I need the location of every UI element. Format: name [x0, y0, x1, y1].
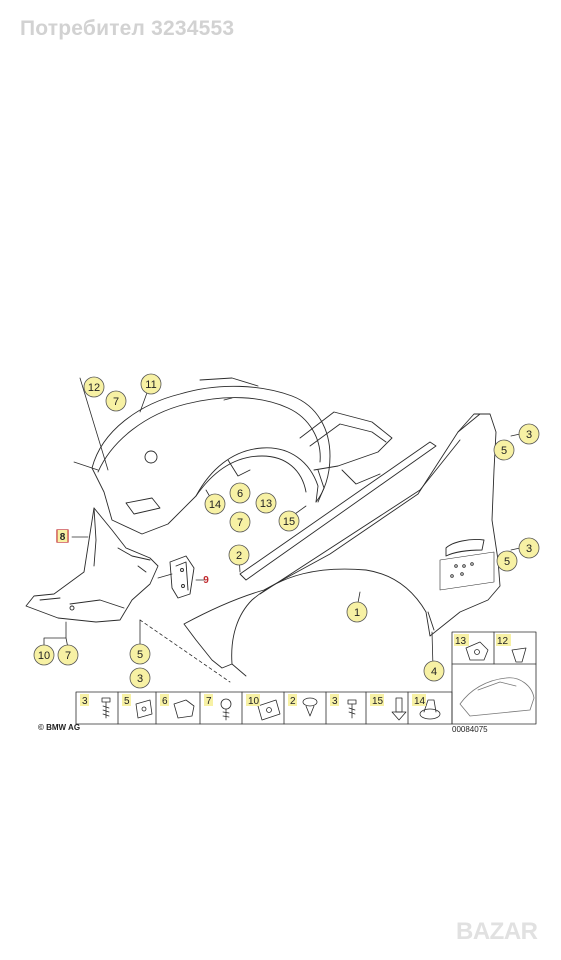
side-strip: [239, 441, 437, 581]
callout-label: 4: [431, 666, 437, 678]
callout-8-box: [57, 530, 68, 542]
callout-8: 8: [60, 532, 66, 543]
callout-label: 1: [354, 607, 360, 619]
callout-9: 9: [203, 575, 209, 586]
legend-inset-part-13: 13: [455, 636, 467, 647]
legend-part-2: 2: [290, 696, 296, 707]
callout-14: 14: [204, 493, 226, 515]
copyright-label: © BMW AG: [38, 723, 81, 732]
legend-highlight: [496, 634, 511, 646]
callout-5: 5: [496, 550, 518, 572]
callout-label: 7: [237, 517, 243, 529]
callout-label: 15: [283, 516, 295, 528]
callout-label: 13: [260, 498, 272, 510]
callout-5: 5: [129, 643, 151, 665]
legend-part-10: 10: [248, 696, 260, 707]
callout-label: 11: [145, 379, 156, 391]
parts-legend-table: [75, 631, 537, 725]
legend-highlight: [122, 694, 131, 706]
callout-4: 4: [423, 660, 445, 682]
legend-highlight: [330, 694, 339, 706]
callout-7: 7: [229, 511, 251, 533]
callout-label: 12: [88, 382, 100, 394]
legend-highlight: [80, 694, 89, 706]
callout-12: 12: [83, 376, 105, 398]
legend-highlight: [454, 634, 469, 646]
bazar-logo: BAZAR: [456, 918, 538, 945]
callout-6: 6: [229, 482, 251, 504]
wheel-arch-liner: [91, 377, 331, 535]
callout-label: 3: [137, 673, 143, 685]
legend-highlight: [160, 694, 169, 706]
front-wheel-housing-section: [25, 507, 159, 623]
legend-part-6: 6: [162, 696, 168, 707]
watermark-text: Потребител 3234553: [20, 17, 235, 40]
callout-3: 3: [518, 537, 540, 559]
callout-label: 6: [237, 488, 243, 500]
callout-label: 2: [236, 550, 242, 562]
rear-liner-section: [299, 411, 393, 503]
callout-label: 5: [504, 556, 510, 568]
callout-13: 13: [255, 492, 277, 514]
legend-highlight: [412, 694, 426, 706]
legend-part-14: 14: [414, 696, 426, 707]
legend-inset-part-12: 12: [497, 636, 509, 647]
callout-label: 3: [526, 543, 532, 555]
legend-highlight: [370, 694, 384, 706]
callout-5: 5: [493, 439, 515, 461]
drawing-number: 00084075: [452, 725, 488, 734]
legend-part-15: 15: [372, 696, 384, 707]
legend-part-5: 5: [124, 696, 130, 707]
callout-label: 5: [137, 649, 143, 661]
legend-highlight: [288, 694, 297, 706]
bracket-part: [169, 555, 195, 599]
fastener-icons: [101, 641, 535, 721]
leader-lines: [43, 377, 521, 683]
callout-11: 11: [140, 373, 162, 395]
callout-10: 10: [33, 644, 55, 666]
callout-label: 7: [113, 396, 119, 408]
callout-label: 7: [65, 650, 71, 662]
legend-part-7: 7: [206, 696, 212, 707]
callout-2: 2: [228, 544, 250, 566]
callout-7: 7: [105, 390, 127, 412]
callout-15: 15: [278, 510, 300, 532]
callout-label: 3: [526, 429, 532, 441]
front-fender: [183, 413, 501, 677]
legend-highlight: [204, 694, 213, 706]
callout-1: 1: [346, 601, 368, 623]
callout-3: 3: [129, 667, 151, 689]
callout-7: 7: [57, 644, 79, 666]
callout-label: 5: [501, 445, 507, 457]
legend-highlight: [246, 694, 260, 706]
legend-part-3: 3: [332, 696, 338, 707]
callout-label: 14: [209, 499, 221, 511]
callout-3: 3: [518, 423, 540, 445]
callout-label: 10: [38, 650, 50, 662]
legend-part-3: 3: [82, 696, 88, 707]
